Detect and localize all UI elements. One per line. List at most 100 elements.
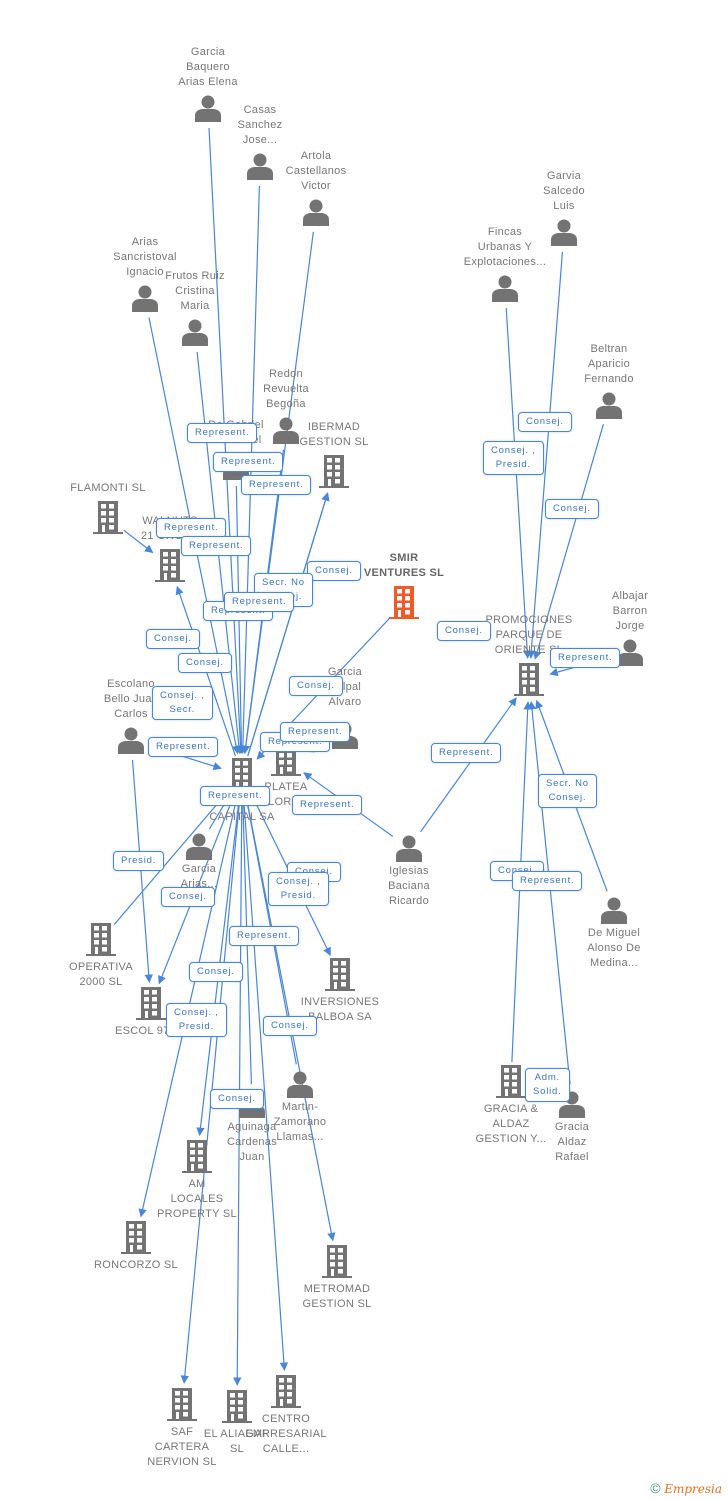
node-label-inversiones_balboa[interactable]: INVERSIONES BALBOA SA	[300, 996, 380, 1023]
company-icon[interactable]	[167, 1388, 197, 1421]
edge-label[interactable]: Represent.	[292, 795, 363, 815]
edge-label[interactable]: Consej.	[189, 962, 243, 982]
person-icon[interactable]	[273, 417, 299, 445]
person-icon[interactable]	[287, 1071, 313, 1099]
node-label-metromad[interactable]: METROMAD GESTION SL	[302, 1283, 372, 1310]
company-icon[interactable]	[93, 501, 123, 534]
company-icon[interactable]	[86, 923, 116, 956]
company-icon[interactable]	[136, 987, 166, 1020]
edge-label[interactable]: Consej.	[545, 499, 599, 519]
company-icon[interactable]	[496, 1065, 526, 1098]
node-label-saf_cartera[interactable]: SAF CARTERA NERVION SL	[147, 1426, 217, 1468]
footer-brand[interactable]: © Empresia	[650, 1480, 722, 1496]
person-icon[interactable]	[132, 285, 158, 313]
edge-label[interactable]: Represent.	[241, 475, 312, 495]
edge-label[interactable]: Represent.	[213, 452, 284, 472]
person-icon[interactable]	[247, 153, 273, 181]
edge-label[interactable]: Adm. Solid.	[525, 1068, 570, 1102]
node-label-iglesias_baciana[interactable]: Iglesias Baciana Ricardo	[388, 865, 430, 907]
edge-label[interactable]: Represent.	[431, 743, 502, 763]
edge-label[interactable]: Represent.	[200, 786, 271, 806]
node-label-aguinaga[interactable]: Aguinaga Cardenas Juan	[226, 1121, 278, 1163]
edge-label[interactable]: Represent.	[512, 871, 583, 891]
node-label-promociones[interactable]: PROMOCIONES PARQUE DE ORIENTE SL	[485, 614, 573, 656]
company-icon[interactable]	[227, 758, 257, 791]
node-label-arias_sancristoval[interactable]: Arias Sancristoval Ignacio	[113, 236, 177, 278]
company-icon[interactable]	[514, 663, 544, 696]
edge-label[interactable]: Represent.	[181, 536, 252, 556]
node-label-frutos_ruiz[interactable]: Frutos Ruiz Cristina Maria	[165, 270, 225, 312]
brand-logo: Empresia	[664, 1482, 722, 1496]
edge-label[interactable]: Represent.	[280, 722, 351, 742]
edge-label[interactable]: Represent.	[550, 648, 621, 668]
node-label-roncorzo[interactable]: RONCORZO SL	[94, 1259, 178, 1271]
node-label-garcia_baquero[interactable]: Garcia Baquero Arias Elena	[178, 46, 238, 88]
company-icon[interactable]	[222, 1390, 252, 1423]
edge-label[interactable]: Represent.	[156, 518, 227, 538]
person-icon[interactable]	[396, 835, 422, 863]
company-icon[interactable]	[182, 1140, 212, 1173]
person-icon[interactable]	[617, 639, 643, 667]
node-label-beltran_aparicio[interactable]: Beltran Aparicio Fernando	[584, 343, 634, 385]
node-label-albajar[interactable]: Albajar Barron Jorge	[611, 590, 649, 632]
edge-label[interactable]: Represent.	[229, 926, 300, 946]
edge-label[interactable]: Presid.	[113, 851, 165, 871]
edge-label[interactable]: Represent.	[224, 592, 295, 612]
edge-label[interactable]: Consej.	[289, 676, 343, 696]
copyright-icon: ©	[650, 1480, 661, 1496]
company-icon[interactable]	[155, 549, 185, 582]
node-label-fincas_urbanas[interactable]: Fincas Urbanas Y Explotaciones...	[463, 226, 547, 268]
person-icon[interactable]	[551, 219, 577, 247]
edge-label[interactable]: Consej. , Presid.	[268, 872, 329, 906]
node-label-redon_revuelta[interactable]: Redon Revuelta Begoña	[263, 368, 309, 410]
node-label-martin_zamorano[interactable]: Martin- Zamorano Llamas...	[273, 1101, 327, 1143]
node-label-el_aliagar[interactable]: EL ALIAGAR SL	[203, 1428, 271, 1455]
edge-label[interactable]: Consej.	[161, 887, 215, 907]
node-label-casas_sanchez[interactable]: Casas Sanchez Jose...	[237, 104, 283, 146]
edge-label[interactable]: Secr. No Consej.	[538, 774, 597, 808]
person-icon[interactable]	[118, 727, 144, 755]
edge-label[interactable]: Represent.	[148, 737, 219, 757]
company-icon[interactable]	[322, 1245, 352, 1278]
edge-label[interactable]: Represent.	[187, 423, 258, 443]
node-label-ibermad[interactable]: IBERMAD GESTION SL	[299, 421, 369, 448]
node-label-de_miguel[interactable]: De Miguel Alonso De Medina...	[587, 927, 641, 969]
company-icon[interactable]	[271, 1375, 301, 1408]
edge-label[interactable]: Consej.	[263, 1016, 317, 1036]
edge-label[interactable]: Consej.	[437, 621, 491, 641]
person-icon[interactable]	[492, 275, 518, 303]
person-icon[interactable]	[195, 95, 221, 123]
edge-label[interactable]: Consej.	[307, 561, 361, 581]
company-icon[interactable]	[121, 1221, 151, 1254]
node-label-garvia_salcedo[interactable]: Garvia Salcedo Luis	[543, 170, 585, 212]
edge-label[interactable]: Consej.	[178, 653, 232, 673]
edge-label[interactable]: Consej.	[146, 629, 200, 649]
node-label-am_locales[interactable]: AM LOCALES PROPERTY SL	[157, 1178, 237, 1220]
edge-fincas_urbanas-to-promociones	[505, 307, 532, 659]
focus-company-icon[interactable]	[389, 586, 419, 619]
edge-escolano-to-escol	[131, 759, 153, 983]
node-label-smir[interactable]: SMIR VENTURES SL	[363, 552, 445, 579]
edge-garvia_salcedo-to-promociones	[527, 251, 564, 659]
company-icon[interactable]	[325, 958, 355, 991]
edge-flamonti-to-walnuts	[123, 529, 154, 554]
node-label-escolano[interactable]: Escolano Bello Juan Carlos	[103, 678, 159, 720]
edge-label[interactable]: Consej. , Presid.	[166, 1003, 227, 1037]
edge-label[interactable]: Consej. , Secr.	[152, 686, 213, 720]
person-icon[interactable]	[182, 319, 208, 347]
node-label-artola[interactable]: Artola Castellanos Victor	[285, 150, 347, 192]
node-label-gracia_aldaz_rafael[interactable]: Gracia Aldaz Rafael	[554, 1121, 590, 1163]
node-label-centro_empresarial[interactable]: CENTRO EMPRESARIAL CALLE...	[245, 1413, 327, 1455]
person-icon[interactable]	[601, 897, 627, 925]
node-label-gracia_aldaz_gestion[interactable]: GRACIA & ALDAZ GESTION Y...	[475, 1103, 547, 1145]
person-icon[interactable]	[596, 392, 622, 420]
edge-label[interactable]: Consej.	[210, 1089, 264, 1109]
edge-label[interactable]: Consej. , Presid.	[483, 441, 544, 475]
node-label-operativa[interactable]: OPERATIVA 2000 SL	[68, 961, 134, 988]
person-icon[interactable]	[303, 199, 329, 227]
edge-label[interactable]: Consej.	[518, 412, 572, 432]
node-label-flamonti[interactable]: FLAMONTI SL	[70, 482, 146, 494]
person-icon[interactable]	[186, 833, 212, 861]
company-icon[interactable]	[319, 455, 349, 488]
